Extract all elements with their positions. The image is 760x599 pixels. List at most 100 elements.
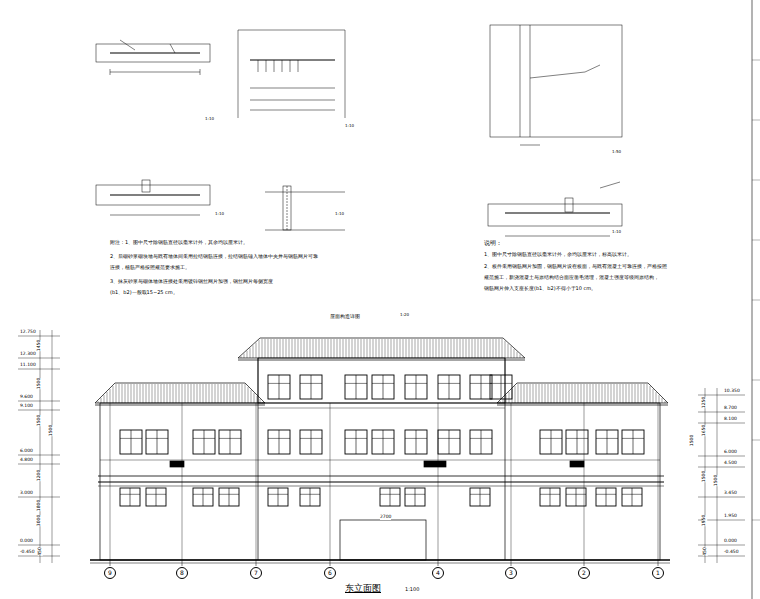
drawing-line bbox=[278, 488, 279, 506]
drawing-line bbox=[698, 456, 745, 457]
drawing-line bbox=[173, 384, 174, 403]
drawing-line bbox=[560, 384, 561, 403]
annotation: 1:10 bbox=[215, 212, 224, 216]
detail-drawing bbox=[96, 40, 210, 75]
drawing-line bbox=[331, 339, 332, 358]
drawing-line bbox=[415, 488, 416, 506]
drawing-line bbox=[548, 384, 549, 403]
axis-number: 3 bbox=[509, 570, 513, 576]
drawing-line bbox=[633, 430, 634, 454]
drawing-line bbox=[200, 384, 201, 403]
drawing-line bbox=[380, 494, 400, 495]
note-text: 2、板件采用钢筋网片加固，钢筋网片设在板面，与既有混凝土可靠连接，严格按照 bbox=[484, 264, 719, 270]
window bbox=[470, 488, 490, 506]
drawing-line bbox=[500, 401, 501, 403]
detail-drawing bbox=[238, 30, 345, 118]
drawing-line bbox=[511, 560, 512, 566]
drawing-line bbox=[478, 339, 479, 358]
drawing-line bbox=[481, 339, 482, 358]
window bbox=[268, 488, 288, 506]
drawing-line bbox=[584, 560, 585, 566]
drawing-line bbox=[194, 384, 195, 403]
drawing-line bbox=[379, 339, 380, 358]
drawing-line bbox=[581, 384, 582, 403]
drawing-line bbox=[382, 339, 383, 358]
annotation: 1:50 bbox=[612, 150, 621, 154]
annotation: 1:10 bbox=[205, 117, 214, 121]
drawing-line bbox=[466, 339, 467, 358]
note-text: (b1、b2)一般取15~25 cm。 bbox=[110, 290, 340, 296]
drawing-line bbox=[505, 358, 506, 560]
drawing-line bbox=[623, 384, 624, 403]
drawing-line bbox=[149, 384, 150, 403]
drawing-line bbox=[191, 384, 192, 403]
drawing-line bbox=[542, 384, 543, 403]
ac-grille bbox=[424, 461, 446, 467]
drawing-line bbox=[346, 339, 347, 358]
drawing-line bbox=[311, 430, 312, 454]
drawing-line bbox=[221, 384, 222, 403]
note-text: 规范施工，新浇混凝土与原结构结合面应凿毛清理，混凝土强度等级同原结构， bbox=[484, 275, 719, 281]
window bbox=[300, 488, 320, 506]
drawing-line bbox=[316, 339, 317, 358]
drawing-line bbox=[391, 339, 392, 358]
annotation: 0.000 bbox=[20, 539, 33, 544]
annotation: 11.100 bbox=[20, 363, 36, 368]
window bbox=[372, 375, 394, 399]
drawing-line bbox=[383, 375, 384, 399]
drawing-line bbox=[438, 560, 439, 566]
window bbox=[193, 430, 215, 454]
drawing-line bbox=[626, 384, 627, 403]
drawing-line bbox=[409, 339, 410, 358]
drawing-line bbox=[644, 384, 645, 403]
drawing-line bbox=[572, 384, 573, 403]
building-elevation bbox=[18, 330, 745, 566]
drawing-line bbox=[364, 339, 365, 358]
drawing-line bbox=[550, 488, 551, 506]
drawing-line bbox=[539, 384, 540, 403]
drawing-line bbox=[533, 384, 534, 403]
drawing-line bbox=[487, 339, 488, 358]
drawing-line bbox=[698, 545, 745, 546]
drawing-line bbox=[367, 339, 368, 358]
drawing-line bbox=[607, 430, 608, 454]
axis-number: 8 bbox=[180, 570, 184, 576]
drawing-line bbox=[98, 481, 664, 482]
axis-number: 6 bbox=[328, 570, 332, 576]
drawing-line bbox=[698, 423, 745, 424]
scale-caption: 1:100 bbox=[405, 587, 419, 593]
drawing-line bbox=[400, 339, 401, 358]
drawing-line bbox=[566, 384, 567, 403]
annotation: 10.350 bbox=[724, 389, 740, 394]
drawing-line bbox=[301, 339, 302, 358]
drawing-line bbox=[319, 339, 320, 358]
drawing-line bbox=[100, 460, 660, 461]
drawing-line bbox=[248, 387, 249, 403]
drawing-line bbox=[480, 488, 481, 506]
drawing-line bbox=[157, 430, 158, 454]
drawing-line bbox=[511, 346, 512, 358]
drawing-line bbox=[457, 339, 458, 358]
drawing-line bbox=[557, 384, 558, 403]
drawing-line bbox=[496, 339, 497, 358]
drawing-line bbox=[18, 336, 60, 337]
axis-bubble: 8 bbox=[176, 567, 188, 579]
drawing-line bbox=[698, 395, 745, 396]
annotation: -0.450 bbox=[20, 550, 35, 555]
drawing-line bbox=[578, 384, 579, 403]
entrance bbox=[340, 520, 426, 560]
tiled-roof bbox=[238, 338, 525, 358]
drawing-line bbox=[277, 339, 278, 358]
drawing-line bbox=[263, 402, 264, 403]
drawing-line bbox=[394, 339, 395, 358]
drawing-line bbox=[247, 351, 248, 358]
drawing-line bbox=[18, 464, 60, 465]
drawing-line bbox=[18, 358, 60, 359]
window bbox=[566, 430, 588, 454]
dimension-text: 1500 bbox=[715, 474, 720, 485]
drawing-line bbox=[656, 392, 657, 403]
axis-bubble: 4 bbox=[432, 567, 444, 579]
drawing-line bbox=[18, 369, 60, 370]
drawing-line bbox=[295, 339, 296, 358]
drawing-line bbox=[251, 390, 252, 403]
